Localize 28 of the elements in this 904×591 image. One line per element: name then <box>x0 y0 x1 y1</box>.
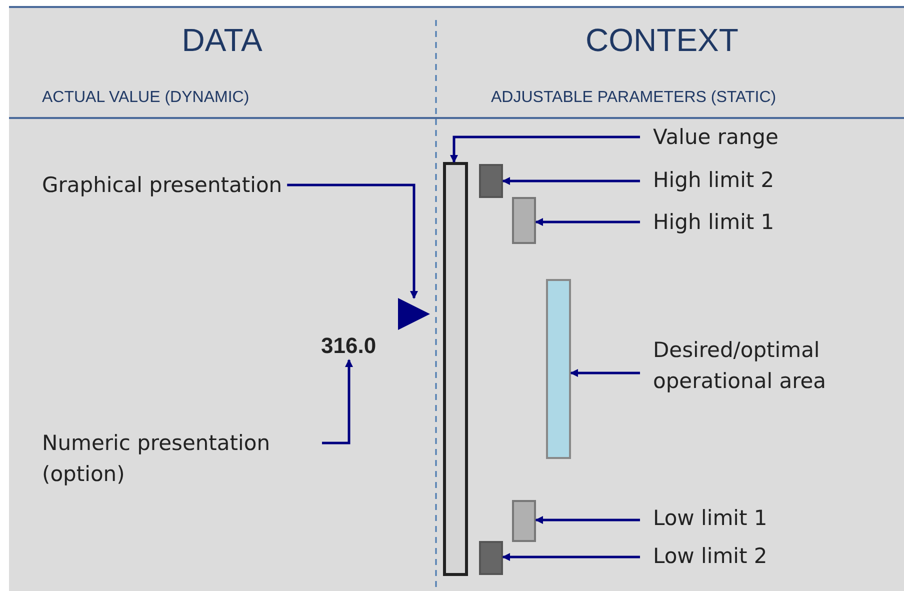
callout-text: Low limit 1 <box>653 503 768 534</box>
leader-line <box>502 177 640 185</box>
callout-text: Desired/optimal operational area <box>653 335 868 397</box>
leader-line <box>535 516 640 524</box>
heading: CONTEXT <box>584 22 740 59</box>
heading: DATA <box>180 22 264 59</box>
limit-box <box>479 541 503 575</box>
leader-line <box>570 369 640 377</box>
callout-text: Graphical presentation <box>42 170 282 201</box>
subheading: ADJUSTABLE PARAMETERS (STATIC) <box>491 89 776 107</box>
leader-line <box>450 136 640 163</box>
callout-text: High limit 1 <box>653 207 774 238</box>
pointer-triangle <box>398 298 430 330</box>
callout-text: High limit 2 <box>653 165 774 196</box>
leader-line <box>322 359 353 444</box>
leader-line <box>287 184 418 299</box>
callout-text: Low limit 2 <box>653 541 768 572</box>
leader-line <box>535 218 640 226</box>
range-bar <box>443 162 468 576</box>
operational-area-bar <box>546 279 571 459</box>
limit-box <box>512 500 536 542</box>
subheading: ACTUAL VALUE (DYNAMIC) <box>42 89 250 107</box>
callout-text: Numeric presentation (option) <box>42 428 322 490</box>
numeric-value: 316.0 <box>321 332 376 360</box>
leader-line <box>502 553 640 561</box>
callout-text: Value range <box>653 122 778 153</box>
limit-box <box>479 164 503 198</box>
limit-box <box>512 197 536 244</box>
